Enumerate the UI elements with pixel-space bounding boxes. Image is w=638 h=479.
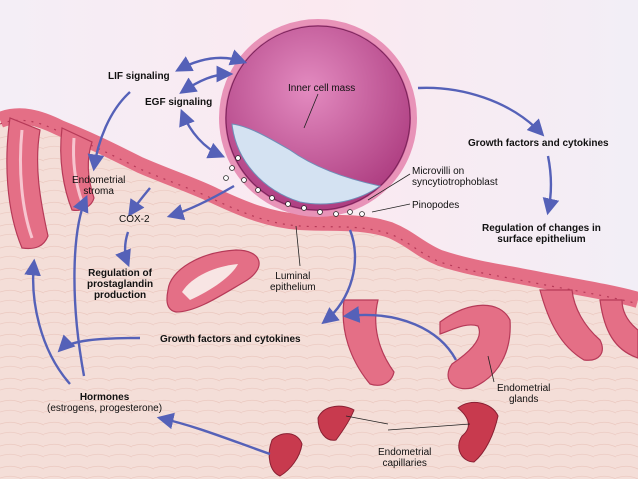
label-regulation-prostaglandin: Regulation of prostaglandin production	[87, 268, 153, 301]
label-regulation-prostaglandin-line1: Regulation of	[88, 268, 152, 279]
label-microvilli-line2: syncytiotrophoblast	[412, 177, 498, 188]
label-hormones-line1: Hormones	[79, 392, 130, 403]
endometrial-gland-mid	[166, 249, 260, 313]
label-microvilli-line1: Microvilli on	[412, 166, 465, 177]
label-regulation-surface-line2: surface epithelium	[497, 234, 586, 245]
endometrial-glands-right	[342, 289, 638, 390]
label-endometrial-stroma-line1: Endometrial	[72, 175, 126, 186]
leader-lines	[295, 93, 495, 431]
label-regulation-surface: Regulation of changes in surface epithel…	[482, 223, 601, 245]
label-endometrial-glands: Endometrial glands	[497, 383, 550, 405]
label-endometrial-capillaries-line1: Endometrial	[378, 447, 432, 458]
label-luminal-epithelium: Luminal epithelium	[270, 271, 316, 293]
label-regulation-prostaglandin-line3: production	[93, 290, 147, 301]
label-endometrial-glands-line1: Endometrial	[497, 383, 551, 394]
label-lif-signaling: LIF signaling	[108, 71, 170, 82]
label-endometrial-capillaries: Endometrial capillaries	[378, 447, 431, 469]
inner-cell-mass-cluster	[231, 123, 382, 205]
label-endometrial-glands-line2: glands	[508, 394, 539, 405]
label-luminal-epithelium-line2: epithelium	[270, 282, 316, 293]
label-growth-factors-mid: Growth factors and cytokines	[160, 334, 301, 345]
label-endometrial-capillaries-line2: capillaries	[382, 458, 427, 469]
endometrial-capillaries-vessels	[268, 401, 499, 477]
endometrial-stroma-tissue	[0, 116, 638, 479]
blastocyst	[219, 19, 417, 217]
label-inner-cell-mass: Inner cell mass	[288, 83, 356, 94]
microvilli-dots	[223, 155, 365, 217]
label-growth-factors-top: Growth factors and cytokines	[468, 138, 609, 149]
label-cox2: COX-2	[119, 214, 150, 225]
label-regulation-surface-line1: Regulation of changes in	[482, 223, 601, 234]
label-pinopodes: Pinopodes	[412, 200, 460, 211]
label-hormones: Hormones (estrogens, progesterone)	[47, 392, 162, 414]
label-luminal-epithelium-line1: Luminal	[275, 271, 311, 282]
signaling-arrows	[24, 49, 560, 456]
label-hormones-line2: (estrogens, progesterone)	[47, 403, 163, 414]
label-regulation-prostaglandin-line2: prostaglandin	[87, 279, 154, 290]
label-endometrial-stroma-line2: stroma	[83, 186, 114, 197]
label-egf-signaling: EGF signaling	[145, 97, 213, 108]
label-endometrial-stroma: Endometrial stroma	[72, 175, 125, 197]
label-microvilli: Microvilli on syncytiotrophoblast	[412, 166, 498, 188]
